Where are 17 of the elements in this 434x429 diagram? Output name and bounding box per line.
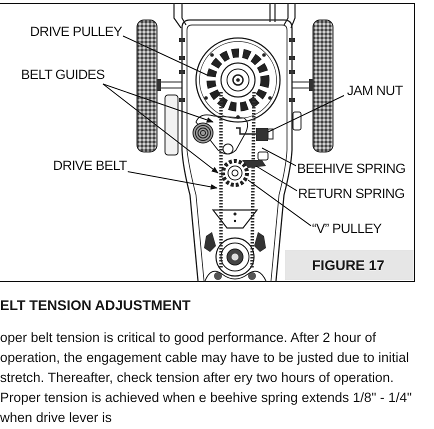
section-heading: ELT TENSION ADJUSTMENT	[0, 297, 191, 314]
part-label: RETURN SPRING	[298, 186, 405, 202]
part-label: DRIVE PULLEY	[30, 24, 122, 40]
leader-line	[256, 166, 298, 192]
leader-line	[248, 180, 312, 226]
leader-line	[102, 84, 219, 174]
figure-caption: FIGURE 17	[285, 250, 414, 280]
leader-line	[262, 148, 296, 166]
part-label: JAM NUT	[347, 83, 403, 99]
part-label: DRIVE BELT	[53, 158, 127, 174]
leader-line	[127, 171, 218, 190]
body-text: oper belt tension is critical to good performance. After 2 hour of operation, the engagement cable may have to be justed due to initial stretch. Thereafter, check tension after ery two hours of operation. Proper tension is achieved when e beehive spring extends 1/8" - 1/4" when drive lever is	[0, 329, 412, 427]
part-label: “V” PULLEY	[312, 221, 382, 237]
part-label: BEEHIVE SPRING	[297, 161, 406, 177]
part-label: BELT GUIDES	[21, 67, 105, 83]
leader-line	[122, 36, 208, 76]
leader-line	[102, 84, 214, 123]
